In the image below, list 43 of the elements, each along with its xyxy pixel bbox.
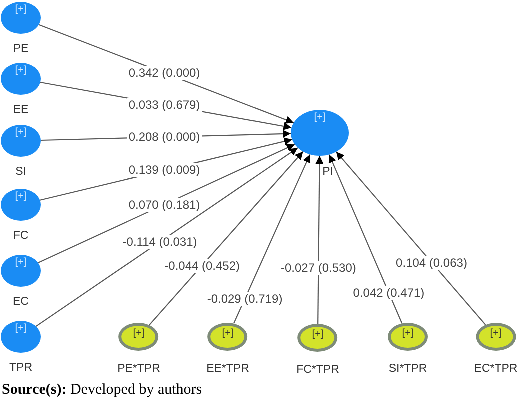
node-label: FC*TPR [296, 363, 340, 377]
edge-label: 0.208 (0.000) [126, 130, 202, 144]
arrow [36, 148, 298, 328]
expand-marker: [+] [15, 3, 27, 15]
arrow [234, 154, 311, 324]
expand-marker: [+] [15, 322, 27, 334]
expand-marker: [+] [15, 64, 27, 76]
node-label: EC*TPR [474, 362, 518, 376]
node-label: EE*TPR [206, 362, 250, 376]
node-label: PE*TPR [118, 362, 160, 376]
expand-marker: [+] [15, 256, 27, 268]
arrow [149, 151, 304, 326]
expand-marker: [+] [15, 126, 27, 138]
edge-label: 0.033 (0.679) [126, 98, 202, 112]
arrow [336, 152, 486, 326]
edge-label: -0.027 (0.530) [278, 261, 358, 276]
edge-label: 0.342 (0.000) [126, 66, 202, 80]
expand-marker: [+] [15, 190, 27, 202]
source-caption: Source(s): Developed by authors [2, 381, 202, 399]
node-label: TPR [10, 361, 32, 375]
node-label: EE [13, 103, 29, 117]
edge-label: -0.029 (0.719) [205, 292, 285, 306]
edge-label: 0.042 (0.471) [351, 286, 427, 300]
expand-marker: [+] [133, 327, 145, 339]
edge-label: 0.104 (0.063) [394, 256, 470, 270]
node-label: FC [13, 229, 29, 243]
arrow [328, 154, 403, 324]
expand-marker: [+] [222, 327, 234, 339]
node-label: PE [13, 42, 29, 56]
node-label: SI [16, 165, 26, 179]
edge-label: -0.044 (0.452) [162, 258, 242, 273]
edge-label: 0.070 (0.181) [126, 198, 202, 212]
arrow [316, 156, 324, 324]
edge-label: 0.139 (0.009) [126, 163, 202, 178]
node-label: PI [322, 165, 334, 179]
node-label: SI*TPR [388, 362, 428, 376]
expand-marker: [+] [490, 327, 502, 339]
edge-label: -0.114 (0.031) [120, 235, 200, 250]
arrow [38, 144, 296, 264]
expand-marker: [+] [402, 327, 414, 339]
node-label: EC [13, 295, 29, 309]
expand-marker: [+] [312, 328, 324, 340]
expand-marker: [+] [314, 111, 326, 123]
